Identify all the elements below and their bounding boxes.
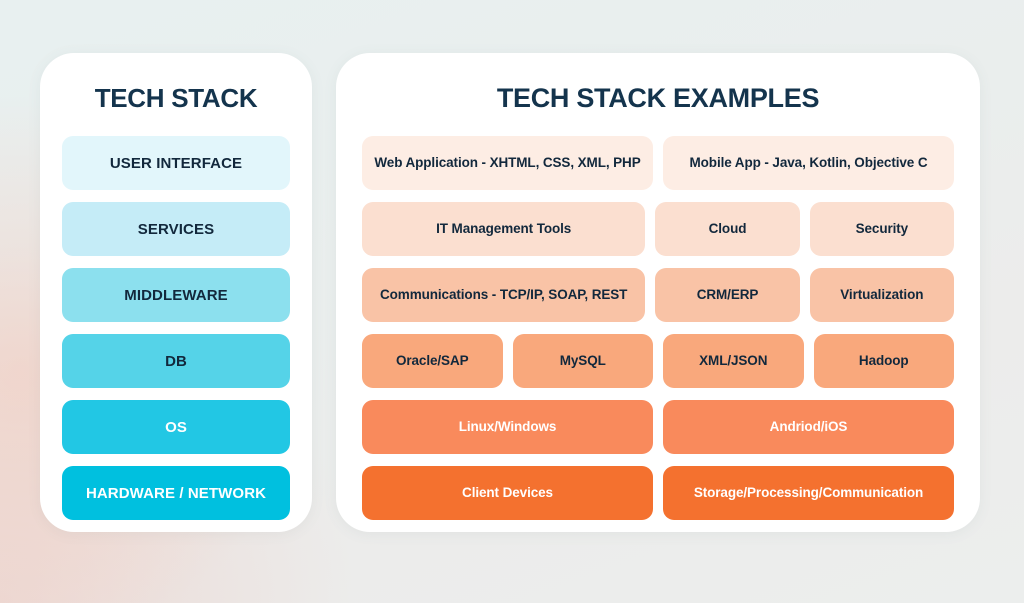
tech-stack-example-cell[interactable]: Security — [809, 202, 954, 256]
tech-stack-examples-grid: Web Application - XHTML, CSS, XML, PHP Mo… — [362, 136, 954, 520]
tech-stack-example-cell[interactable]: CRM/ERP — [655, 268, 800, 322]
tech-stack-examples-panel: TECH STACK EXAMPLES Web Application - XH… — [336, 53, 980, 532]
tech-stack-example-label: Virtualization — [840, 287, 924, 303]
tech-stack-example-label: XML/JSON — [699, 353, 768, 369]
tech-stack-example-label: Hadoop — [858, 353, 909, 369]
tech-stack-panel: TECH STACK USER INTERFACE SERVICES MIDDLEW… — [40, 53, 312, 532]
tech-stack-example-label: Andriod/iOS — [769, 419, 848, 435]
tech-stack-example-cell[interactable]: Mobile App - Java, Kotlin, Objective C — [663, 136, 954, 190]
tech-stack-example-label: Client Devices — [462, 485, 553, 501]
tech-stack-example-label: Oracle/SAP — [395, 353, 469, 369]
tech-stack-layer[interactable]: SERVICES — [62, 202, 290, 256]
tech-stack-layer-label: DB — [165, 352, 187, 370]
tech-stack-example-cell[interactable]: MySQL — [512, 334, 653, 388]
tech-stack-example-label: CRM/ERP — [696, 287, 759, 303]
tech-stack-example-row: Oracle/SAP MySQL XML/JSON Hadoop — [362, 334, 954, 388]
tech-stack-example-row: Linux/Windows Andriod/iOS — [362, 400, 954, 454]
tech-stack-example-row: Communications - TCP/IP, SOAP, REST CRM/E… — [362, 268, 954, 322]
tech-stack-example-label: Web Application - XHTML, CSS, XML, PHP — [374, 155, 641, 171]
tech-stack-example-cell[interactable]: Linux/Windows — [362, 400, 653, 454]
tech-stack-example-label: Linux/Windows — [458, 419, 557, 435]
tech-stack-layer-label: MIDDLEWARE — [124, 286, 228, 304]
tech-stack-example-cell[interactable]: Andriod/iOS — [663, 400, 954, 454]
tech-stack-example-label: Storage/Processing/Communication — [693, 485, 924, 501]
tech-stack-example-label: Security — [855, 221, 909, 237]
tech-stack-layer[interactable]: USER INTERFACE — [62, 136, 290, 190]
tech-stack-example-row: Web Application - XHTML, CSS, XML, PHP Mo… — [362, 136, 954, 190]
tech-stack-example-cell[interactable]: Storage/Processing/Communication — [663, 466, 954, 520]
tech-stack-example-label: Communications - TCP/IP, SOAP, REST — [380, 287, 628, 303]
tech-stack-layer-list: USER INTERFACE SERVICES MIDDLEWARE DB OS HARD… — [62, 136, 290, 520]
tech-stack-example-cell[interactable]: Client Devices — [362, 466, 653, 520]
tech-stack-layer-label: HARDWARE / NETWORK — [85, 484, 267, 502]
tech-stack-example-label: Mobile App - Java, Kotlin, Objective C — [689, 155, 928, 171]
tech-stack-example-cell[interactable]: Communications - TCP/IP, SOAP, REST — [362, 268, 646, 322]
tech-stack-layer[interactable]: HARDWARE / NETWORK — [62, 466, 290, 520]
tech-stack-example-label: Cloud — [708, 221, 747, 237]
tech-stack-title: TECH STACK — [94, 83, 258, 113]
tech-stack-example-cell[interactable]: Cloud — [655, 202, 800, 256]
tech-stack-layer-label: SERVICES — [137, 220, 215, 238]
tech-stack-layer[interactable]: OS — [62, 400, 290, 454]
tech-stack-layer[interactable]: DB — [62, 334, 290, 388]
tech-stack-example-cell[interactable]: Web Application - XHTML, CSS, XML, PHP — [362, 136, 653, 190]
tech-stack-layer[interactable]: MIDDLEWARE — [62, 268, 290, 322]
tech-stack-example-cell[interactable]: Virtualization — [809, 268, 954, 322]
tech-stack-example-cell[interactable]: IT Management Tools — [362, 202, 646, 256]
tech-stack-example-cell[interactable]: Hadoop — [813, 334, 954, 388]
tech-stack-layer-label: USER INTERFACE — [109, 154, 243, 172]
tech-stack-example-row: Client Devices Storage/Processing/Communi… — [362, 466, 954, 520]
tech-stack-example-cell[interactable]: XML/JSON — [663, 334, 804, 388]
tech-stack-layer-label: OS — [165, 418, 187, 436]
tech-stack-example-label: IT Management Tools — [436, 221, 572, 237]
tech-stack-example-cell[interactable]: Oracle/SAP — [362, 334, 503, 388]
tech-stack-examples-title: TECH STACK EXAMPLES — [496, 83, 820, 113]
tech-stack-example-row: IT Management Tools Cloud Security — [362, 202, 954, 256]
tech-stack-example-label: MySQL — [559, 353, 606, 369]
